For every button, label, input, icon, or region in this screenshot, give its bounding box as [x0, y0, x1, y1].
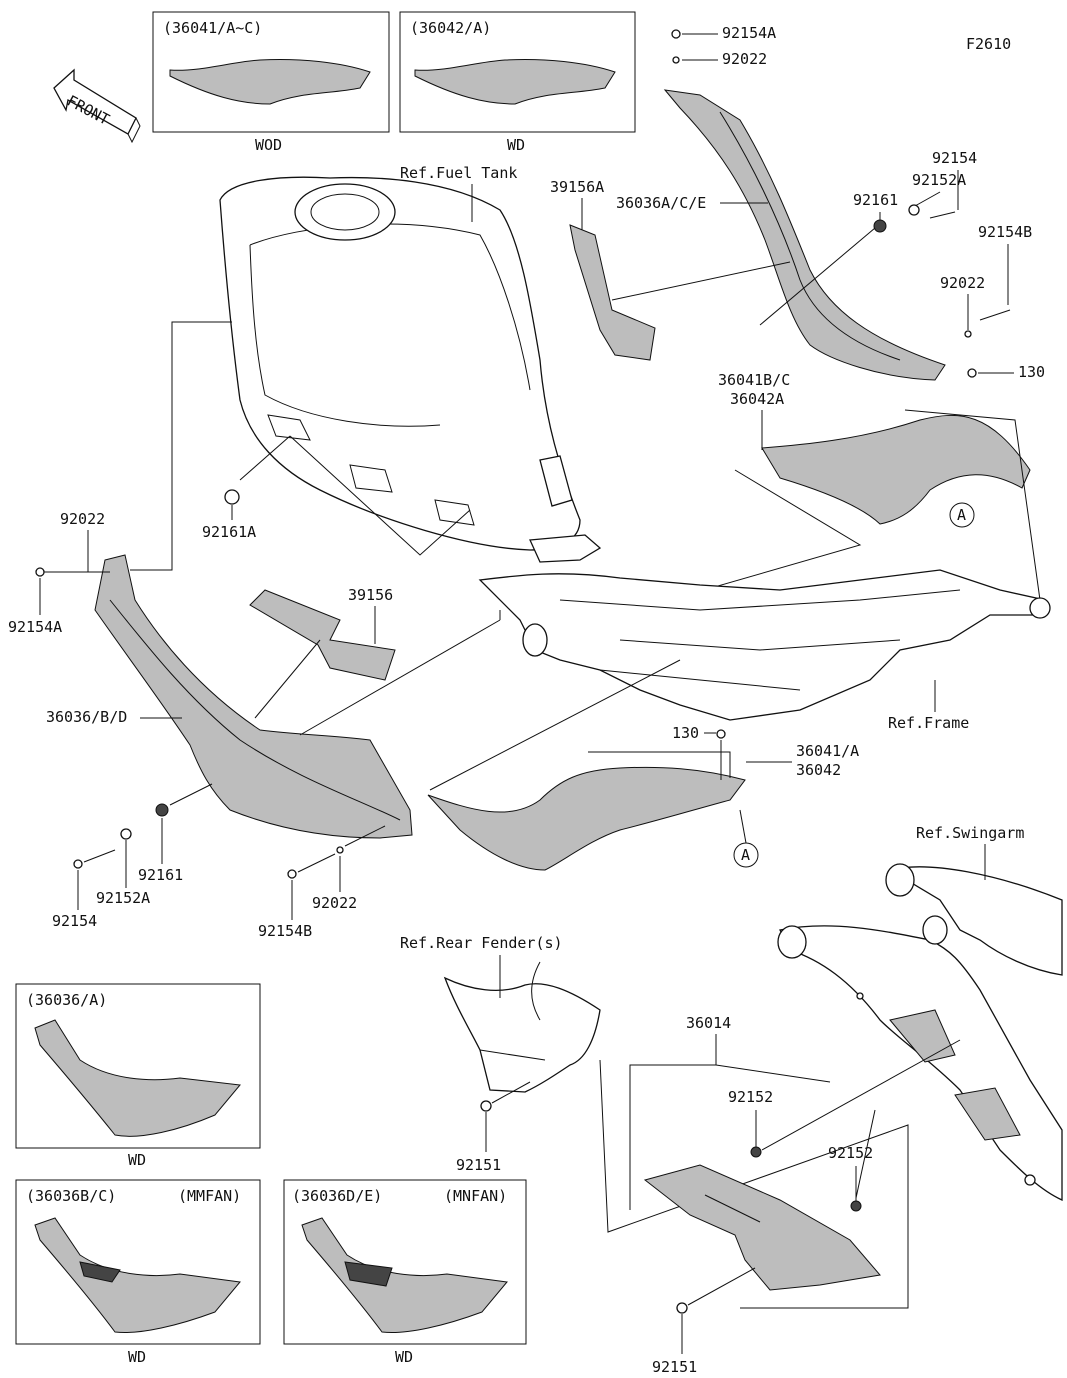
- bolt-icon: [676, 1302, 688, 1314]
- collar-icon: [908, 204, 920, 216]
- swingarm: [777, 863, 1063, 1202]
- callout-92154: 92154: [932, 149, 977, 167]
- variant-box-36036DE: (36036D/E) (MNFAN) WD: [283, 1179, 527, 1366]
- callout-92022-top: 92022: [722, 50, 767, 68]
- variant-caption: WD: [395, 1348, 413, 1366]
- ref-circle-a: [949, 502, 975, 528]
- ref-swingarm: Ref.Swingarm: [916, 824, 1024, 842]
- washer-icon: [336, 846, 344, 854]
- variant-code: (36042/A): [410, 19, 491, 37]
- grommet-icon: [873, 219, 887, 233]
- callout-A2: A: [741, 846, 750, 864]
- variant-code: (36036D/E): [292, 1187, 382, 1205]
- callout-92154-b: 92154: [52, 912, 97, 930]
- callout-92152-a: 92152: [728, 1088, 773, 1106]
- callout-36014: 36014: [686, 1014, 731, 1032]
- bolt-icon: [35, 567, 45, 577]
- callout-92151-a: 92151: [456, 1156, 501, 1174]
- callout-36036ACE: 36036A/C/E: [616, 194, 706, 212]
- side-cover-left: [94, 554, 413, 839]
- variant-caption: WOD: [255, 136, 282, 154]
- callout-36042: 36042: [796, 761, 841, 779]
- callout-92161-b: 92161: [138, 866, 183, 884]
- figure-code: F2610: [966, 35, 1011, 53]
- callout-92152-b: 92152: [828, 1144, 873, 1162]
- callout-36041A: 36041/A: [796, 742, 859, 760]
- callout-92152A: 92152A: [912, 171, 966, 189]
- side-cover-right-upper: [663, 89, 946, 381]
- variant-caption: WD: [507, 136, 525, 154]
- callout-A1: A: [957, 506, 966, 524]
- callout-92154B: 92154B: [978, 223, 1032, 241]
- callout-92154A-l: 92154A: [8, 618, 62, 636]
- variant-caption: WD: [128, 1151, 146, 1169]
- callout-92154B-b: 92154B: [258, 922, 312, 940]
- callout-130-m: 130: [672, 724, 699, 742]
- frame: [478, 569, 1051, 721]
- variant-name: (MNFAN): [444, 1187, 507, 1205]
- ref-frame: Ref.Frame: [888, 714, 969, 732]
- bolt-icon: [671, 29, 681, 39]
- variant-code: (36036/A): [26, 991, 107, 1009]
- variant-box-36036A: (36036/A) WD: [15, 983, 261, 1169]
- callout-36041BC: 36041B/C: [718, 371, 790, 389]
- collar-icon: [120, 828, 132, 840]
- washer-icon: [964, 330, 972, 338]
- callout-92022-b: 92022: [312, 894, 357, 912]
- collar-icon: [850, 1200, 862, 1212]
- side-cover-right-middle: [761, 414, 1031, 525]
- bolt-icon: [967, 368, 977, 378]
- bolt-icon: [716, 729, 726, 739]
- chain-guard: [643, 1164, 881, 1291]
- variant-box-36042: (36042/A) WD: [399, 11, 636, 154]
- callout-92152A-b: 92152A: [96, 889, 150, 907]
- pad-39156A: [569, 224, 656, 361]
- collar-icon: [750, 1146, 762, 1158]
- grommet-icon: [155, 803, 169, 817]
- callout-92161A: 92161A: [202, 523, 256, 541]
- fuel-tank: Ref.Fuel Tank: [219, 164, 602, 563]
- callout-130-r: 130: [1018, 363, 1045, 381]
- grommet-icon: [224, 489, 240, 505]
- callout-92022-l: 92022: [60, 510, 105, 528]
- variant-name: (MMFAN): [178, 1187, 241, 1205]
- callout-92151-b: 92151: [652, 1358, 697, 1376]
- ref-fuel-tank: Ref.Fuel Tank: [400, 164, 517, 182]
- front-arrow-icon: FRONT: [53, 68, 141, 144]
- ref-rear-fender: Ref.Rear Fender(s): [400, 934, 563, 952]
- bolt-icon: [73, 859, 83, 869]
- callout-92161: 92161: [853, 191, 898, 209]
- variant-box-36041: (36041/A~C) WOD: [152, 11, 390, 154]
- callout-36042A: 36042A: [730, 390, 784, 408]
- side-cover-lower: [427, 766, 746, 871]
- callout-39156A: 39156A: [550, 178, 604, 196]
- callout-36036BD: 36036/B/D: [46, 708, 127, 726]
- callout-92022-r: 92022: [940, 274, 985, 292]
- bolt-icon: [480, 1100, 492, 1112]
- variant-code: (36041/A~C): [163, 19, 262, 37]
- variant-code: (36036B/C): [26, 1187, 116, 1205]
- pad-39156: [249, 589, 396, 681]
- variant-caption: WD: [128, 1348, 146, 1366]
- callout-39156: 39156: [348, 586, 393, 604]
- callout-92154A-top: 92154A: [722, 24, 776, 42]
- washer-icon: [672, 56, 680, 64]
- rear-fender: [443, 961, 601, 1093]
- bolt-icon: [287, 869, 297, 879]
- variant-box-36036BC: (36036B/C) (MMFAN) WD: [15, 1179, 261, 1366]
